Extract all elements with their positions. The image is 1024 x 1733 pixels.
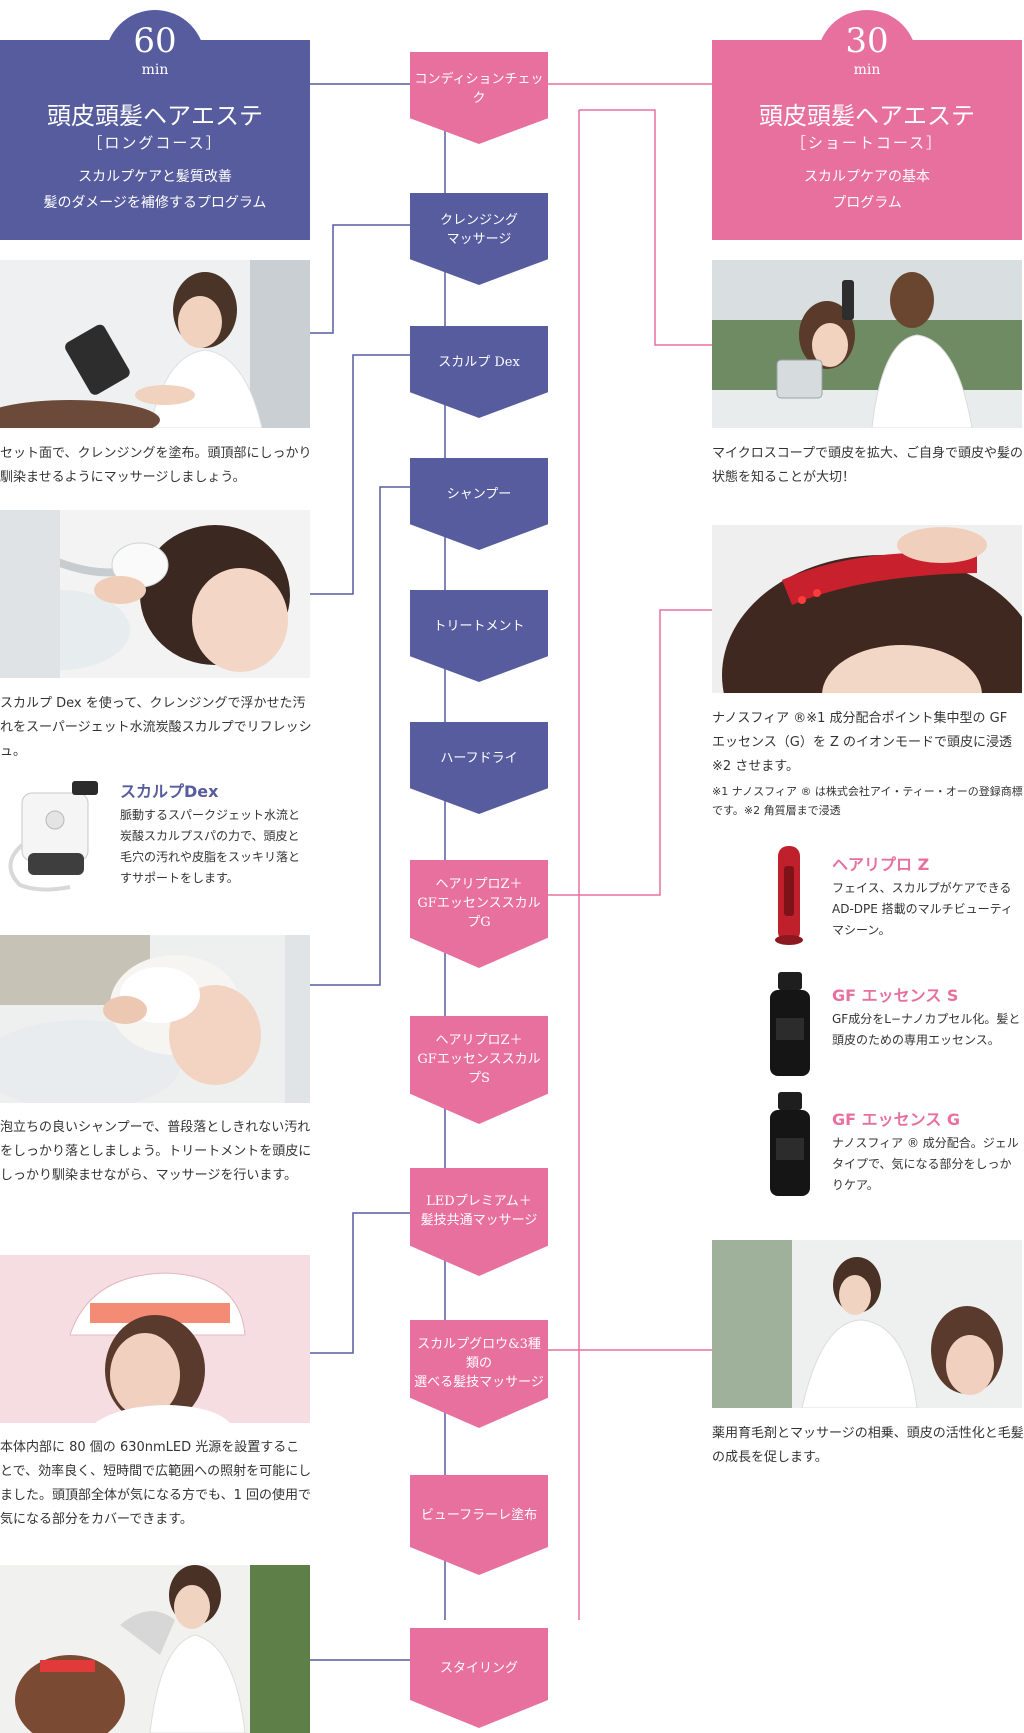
hairpro-note: ※1 ナノスフィア ® は株式会社アイ・ティー・オーの登録商標です。※2 角質層… — [712, 785, 1023, 817]
long-course-description: スカルプケアと髪質改善 髪のダメージを補修するプログラム — [43, 169, 267, 211]
step-label: クレンジング マッサージ — [439, 212, 518, 247]
microscope-check-photo — [712, 260, 1022, 428]
long-course-minutes: 60 — [133, 21, 177, 61]
short-course-minutes: 30 — [845, 21, 889, 61]
styling-photo — [0, 1565, 310, 1733]
step-label: スカルプ Dex — [438, 355, 520, 371]
step-label: ビューフラーレ塗布 — [420, 1507, 538, 1523]
scalp-dex-description: スカルプ Dex を使って、クレンジングで浮かせた汚れをスーパージェット水流炭酸… — [0, 696, 312, 759]
gf-essence-s-description: GF成分をL−ナノカプセル化。髪と頭皮のための専用エッセンス。 — [832, 1012, 1021, 1047]
gf-essence-s-image — [740, 970, 840, 1080]
gf-essence-s-name: GF エッセンス S — [832, 986, 959, 1005]
long-course-min-unit: min — [141, 62, 169, 78]
step-label: スタイリング — [439, 1660, 518, 1676]
long-course-subtitle: ［ロングコース］ — [87, 134, 223, 152]
check-description: マイクロスコープで頭皮を拡大、ご自身で頭皮や髪の状態を知ることが大切！ — [712, 446, 1023, 485]
scalp-dex-device-image — [0, 775, 112, 895]
massage-description: 薬用育毛剤とマッサージの相乗、頭皮の活性化と毛髪の成長を促します。 — [712, 1426, 1024, 1465]
shampoo-description: 泡立ちの良いシャンプーで、普段落としきれない汚れをしっかり落としましょう。トリー… — [0, 1120, 312, 1183]
long-course-title: 頭皮頭髪ヘアエステ — [47, 102, 263, 130]
led-photo — [0, 1255, 310, 1423]
shampoo-photo — [0, 935, 310, 1103]
gf-essence-g-description: ナノスフィア ® 成分配合。ジェルタイプで、気になる部分をしっかりケア。 — [832, 1136, 1019, 1192]
long-course-circle — [105, 10, 205, 110]
hair-repro-z-name: ヘアリプロ Z — [832, 855, 930, 874]
hair-repro-z-device-image — [740, 840, 840, 950]
hairpro-z-photo — [712, 525, 1022, 693]
step-label: ヘアリプロZ＋ GFエッセンススカルプG — [417, 876, 541, 930]
step-label: ハーフドライ — [440, 751, 518, 767]
step-label: ヘアリプロZ＋ GFエッセンススカルプS — [417, 1032, 541, 1086]
gf-essence-g-image — [740, 1090, 840, 1200]
short-course-description: スカルプケアの基本 プログラム — [804, 169, 930, 211]
step-label: LEDプレミアム＋ 髪技共通マッサージ — [420, 1194, 538, 1229]
long-course-header: 60 min 頭皮頭髪ヘアエステ ［ロングコース］ スカルプケアと髪質改善 髪の… — [0, 10, 310, 240]
short-course-header: 30 min 頭皮頭髪ヘアエステ ［ショートコース］ スカルプケアの基本 プログ… — [712, 10, 1022, 240]
hair-repro-z-description: フェイス、スカルプがケアできるAD-DPE 搭載のマルチビューティマシーン。 — [832, 881, 1013, 937]
short-course-title: 頭皮頭髪ヘアエステ — [759, 102, 975, 130]
short-course-circle — [817, 10, 917, 110]
massage-photo — [712, 1240, 1022, 1408]
cleansing-description: セット面で、クレンジングを塗布。頭頂部にしっかり馴染ませるようにマッサージしまし… — [0, 446, 312, 485]
cleansing-photo — [0, 260, 310, 428]
step-label: コンディションチェック — [414, 71, 544, 106]
short-course-min-unit: min — [853, 62, 881, 78]
hairpro-description: ナノスフィア ®※1 成分配合ポイント集中型の GF エッセンス（G）を Z の… — [712, 711, 1012, 774]
step-label: スカルプグロウ&3種類の 選べる髪技マッサージ — [414, 1336, 544, 1390]
scalp-dex-photo — [0, 510, 310, 678]
scalp-dex-product-name: スカルプDex — [120, 782, 219, 801]
short-course-subtitle: ［ショートコース］ — [790, 134, 944, 152]
gf-essence-g-name: GF エッセンス G — [832, 1110, 961, 1129]
led-description: 本体内部に 80 個の 630nmLED 光源を設置することで、効率良く、短時間… — [0, 1440, 312, 1527]
step-label: シャンプー — [446, 487, 512, 503]
step-label: トリートメント — [433, 619, 525, 635]
scalp-dex-product-description: 脈動するスパークジェット水流と炭酸スカルプスパの力で、頭皮と毛穴の汚れや皮脂をス… — [120, 808, 301, 885]
